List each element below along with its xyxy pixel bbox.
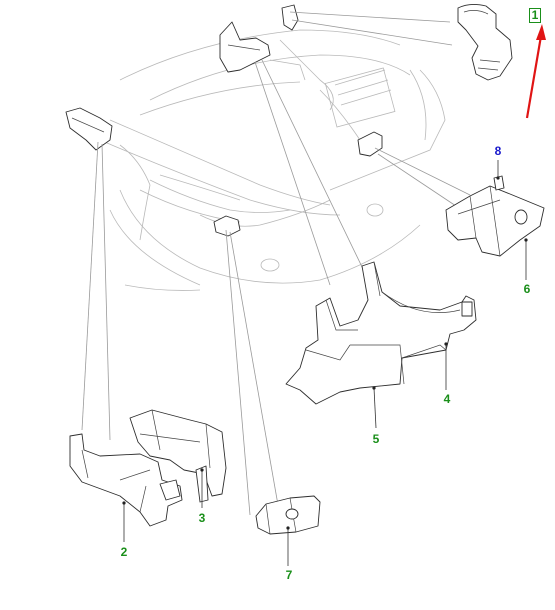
leader-lines — [81, 11, 471, 516]
red-pointer-arrow — [525, 24, 546, 119]
vehicle-rear-outline — [99, 29, 446, 291]
callout-6[interactable]: 6 — [523, 282, 531, 296]
callout-5[interactable]: 5 — [372, 432, 380, 446]
callout-7[interactable]: 7 — [285, 568, 293, 582]
callout-3[interactable]: 3 — [198, 511, 206, 525]
part-6-bracket[interactable] — [445, 175, 545, 257]
part-4-5-underbody-shield[interactable] — [285, 261, 477, 405]
callout-8[interactable]: 8 — [494, 144, 502, 158]
part-2-bracket[interactable] — [69, 433, 183, 527]
part-3-bracket[interactable] — [129, 409, 227, 503]
part-7-bracket[interactable] — [255, 495, 321, 535]
callout-leaders — [122, 160, 528, 566]
callout-2[interactable]: 2 — [120, 545, 128, 559]
callout-1[interactable]: 1 — [529, 8, 541, 23]
part-1-duct[interactable] — [457, 3, 513, 81]
installed-bracket-parts — [65, 4, 383, 237]
callout-4[interactable]: 4 — [443, 392, 451, 406]
